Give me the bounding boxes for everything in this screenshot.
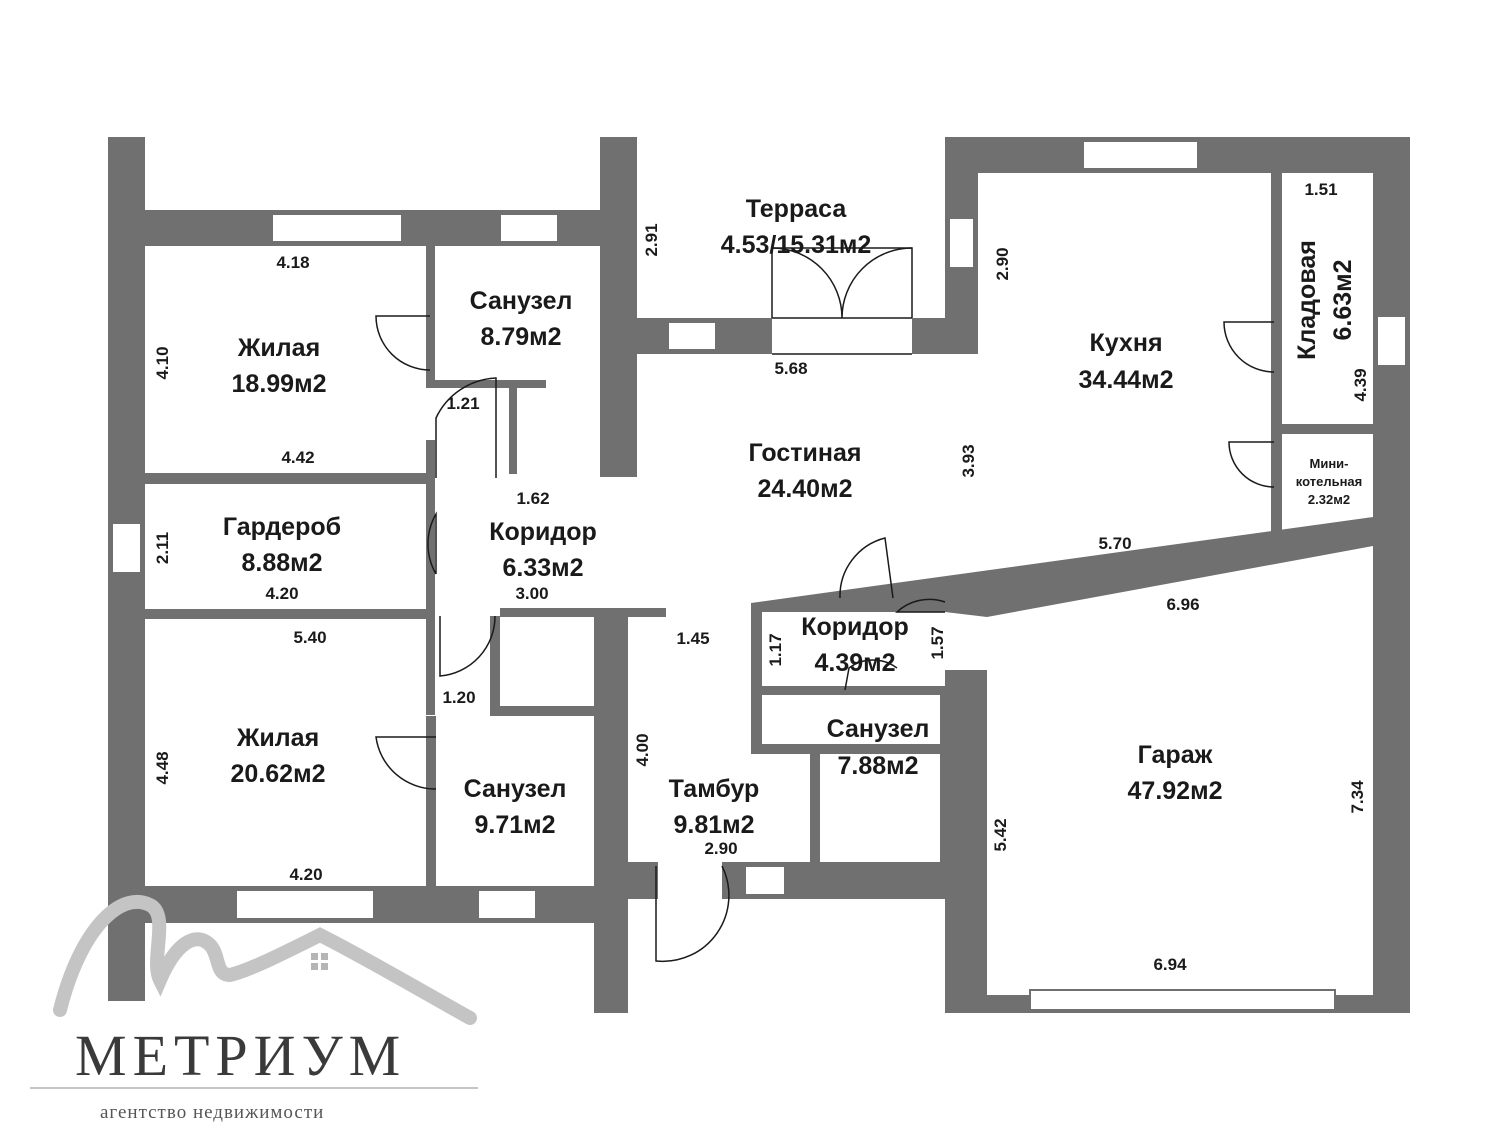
boiler-name-2: котельная [1296, 474, 1362, 489]
kitchen-area: 34.44м2 [1079, 366, 1174, 394]
terrace-name: Терраса [746, 195, 848, 223]
dim-label: 1.20 [442, 688, 475, 707]
diagonal-wall [751, 517, 1373, 617]
dim-label: 1.57 [928, 626, 947, 659]
dim-label: 4.20 [265, 584, 298, 603]
dim-label: 1.17 [766, 633, 785, 666]
logo-mark [53, 894, 477, 1025]
logo-tagline: агентство недвижимости [100, 1102, 324, 1123]
corridor2-name: Коридор [801, 613, 909, 641]
dim-label: 2.90 [993, 247, 1012, 280]
wardrobe-name: Гардероб [223, 513, 341, 541]
corridor2-area: 4.39м2 [814, 649, 895, 677]
living1-name: Жилая [237, 334, 320, 362]
dim-label: 5.40 [293, 628, 326, 647]
dim-label: 2.11 [153, 532, 172, 564]
dim-label: 4.42 [281, 448, 314, 467]
logo-name: МЕТРИУМ [75, 1023, 406, 1088]
dim-label: 2.91 [642, 223, 661, 256]
dim-label: 1.62 [516, 489, 549, 508]
dim-label: 5.70 [1098, 534, 1131, 553]
bath3-area: 7.88м2 [837, 752, 918, 780]
lounge-area: 24.40м2 [758, 475, 853, 503]
dim-label: 4.39 [1351, 368, 1370, 401]
boiler-area: 2.32м2 [1308, 492, 1350, 507]
dim-label: 4.20 [289, 865, 322, 884]
dim-label: 4.10 [153, 346, 172, 379]
lounge-name: Гостиная [749, 439, 862, 467]
dim-label: 4.48 [153, 751, 172, 784]
kitchen-name: Кухня [1089, 329, 1162, 357]
dim-label: 1.51 [1304, 180, 1337, 199]
dim-label: 6.94 [1153, 955, 1187, 974]
bath2-name: Санузел [464, 775, 567, 803]
wardrobe-area: 8.88м2 [241, 549, 322, 577]
dim-label: 5.42 [991, 818, 1010, 851]
bath2-area: 9.71м2 [474, 811, 555, 839]
vestibule-area: 9.81м2 [673, 811, 754, 839]
dim-label: 4.00 [633, 733, 652, 766]
garage-area: 47.92м2 [1128, 777, 1223, 805]
dim-label: 6.96 [1166, 595, 1199, 614]
vestibule-name: Тамбур [669, 775, 760, 803]
pantry-name: Кладовая [1293, 240, 1321, 360]
living2-area: 20.62м2 [231, 760, 326, 788]
dimension-labels: 4.18 4.42 1.21 5.68 1.51 1.62 4.20 3.00 … [153, 180, 1370, 974]
dim-label: 1.21 [446, 394, 479, 413]
dim-label: 3.93 [959, 444, 978, 477]
windows [111, 140, 1407, 1011]
bath3-name: Санузел [827, 715, 930, 743]
doors [375, 247, 1275, 963]
garage-name: Гараж [1138, 741, 1213, 769]
dim-label: 7.34 [1348, 780, 1367, 814]
living2-name: Жилая [236, 724, 319, 752]
dim-label: 1.45 [676, 629, 709, 648]
corridor1-area: 6.33м2 [502, 554, 583, 582]
dim-label: 5.68 [774, 359, 807, 378]
living1-area: 18.99м2 [232, 370, 327, 398]
dim-label: 2.90 [704, 839, 737, 858]
room-labels: Жилая 18.99м2 Санузел 8.79м2 Терраса 4.5… [223, 195, 1362, 839]
pantry-area: 6.63м2 [1329, 259, 1357, 340]
bath1-area: 8.79м2 [480, 323, 561, 351]
corridor1-name: Коридор [489, 518, 597, 546]
dim-label: 4.18 [276, 253, 309, 272]
boiler-name-1: Мини- [1310, 456, 1349, 471]
bath1-name: Санузел [470, 287, 573, 315]
dim-label: 3.00 [515, 584, 548, 603]
company-logo: МЕТРИУМ агентство недвижимости [30, 894, 478, 1123]
terrace-area: 4.53/15.31м2 [721, 231, 872, 259]
